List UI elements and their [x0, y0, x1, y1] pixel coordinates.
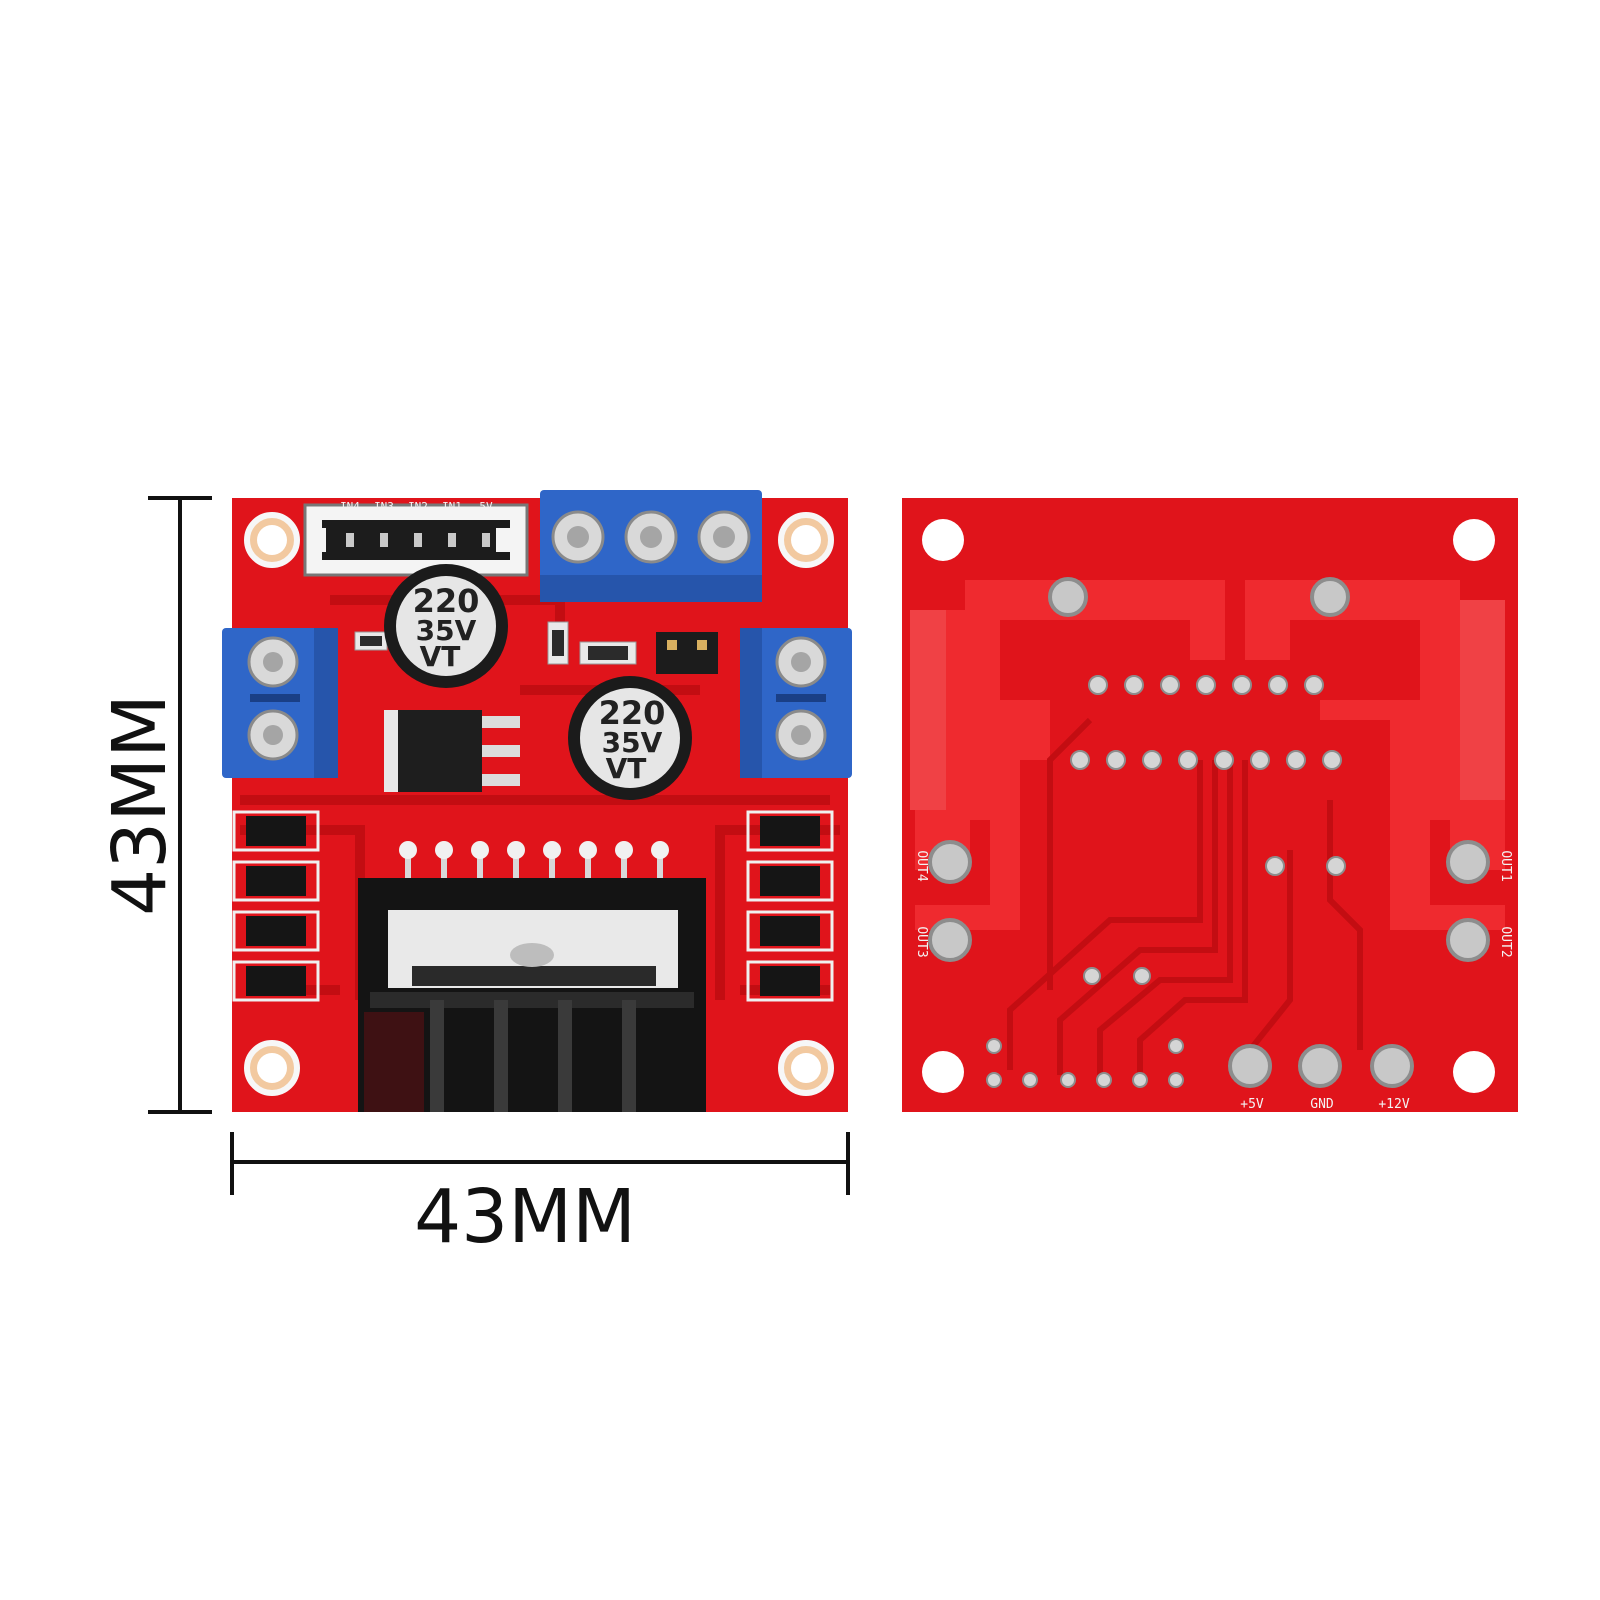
- label-plus12v: +12V: [1378, 1097, 1409, 1112]
- left-motor-terminal: [222, 628, 338, 778]
- capacitor-2-mark: VT: [606, 752, 647, 785]
- screw-icon: [697, 510, 751, 564]
- back-chip-pads: [1070, 675, 1342, 770]
- back-copper-pours: [910, 580, 1505, 930]
- label-out3: OUT3: [914, 926, 929, 957]
- front-mounting-holes: [244, 512, 834, 1096]
- back-traces: [1007, 717, 1363, 1075]
- screw-icon: [551, 510, 605, 564]
- pin-label-in2: IN2: [408, 500, 428, 513]
- right-motor-terminal: [740, 628, 852, 778]
- screw-icon: [247, 636, 299, 688]
- back-mounting-holes: [922, 519, 1495, 1093]
- label-gnd: GND: [1310, 1097, 1334, 1112]
- back-small-pads: [986, 856, 1346, 1088]
- label-out1: OUT1: [1498, 850, 1513, 881]
- label-out2: OUT2: [1498, 926, 1513, 957]
- capacitor-1: 220 35V VT: [384, 564, 508, 688]
- capacitor-2: 220 35V VT: [568, 676, 692, 800]
- driver-chip-pads: [399, 841, 669, 859]
- label-out4: OUT4: [914, 850, 929, 881]
- pin-label-5v: 5V: [479, 500, 493, 513]
- pin-label-in4: IN4: [340, 500, 360, 513]
- pin-label-in1: IN1: [442, 500, 462, 513]
- width-dimension: 43MM: [230, 1132, 850, 1260]
- back-large-pads: [928, 577, 1490, 1088]
- pin-label-in3: IN3: [374, 500, 394, 513]
- capacitor-1-voltage: 35V: [416, 614, 477, 647]
- label-plus5v: +5V: [1240, 1097, 1264, 1112]
- height-label: 43MM: [97, 694, 183, 916]
- screw-icon: [247, 709, 299, 761]
- screw-icon: [775, 709, 827, 761]
- front-board: IN4 IN3 IN2 IN1 5V: [222, 490, 852, 1112]
- capacitor-1-value: 220: [413, 582, 480, 620]
- width-label: 43MM: [414, 1174, 636, 1260]
- height-dimension: 43MM: [97, 496, 212, 1114]
- screw-icon: [624, 510, 678, 564]
- screw-icon: [775, 636, 827, 688]
- capacitor-1-mark: VT: [420, 640, 461, 673]
- smd-components: [354, 621, 718, 674]
- capacitor-2-voltage: 35V: [602, 726, 663, 759]
- capacitor-2-value: 220: [599, 694, 666, 732]
- heatsink: [358, 878, 706, 1112]
- voltage-regulator: [384, 710, 520, 792]
- left-diode-array: [232, 810, 320, 1002]
- input-header: IN4 IN3 IN2 IN1 5V: [303, 500, 529, 577]
- right-diode-array: [746, 810, 834, 1002]
- back-board: OUT4 OUT3 OUT1 OUT2 +5V GND +12V: [902, 498, 1518, 1112]
- power-terminal-block: [540, 490, 762, 602]
